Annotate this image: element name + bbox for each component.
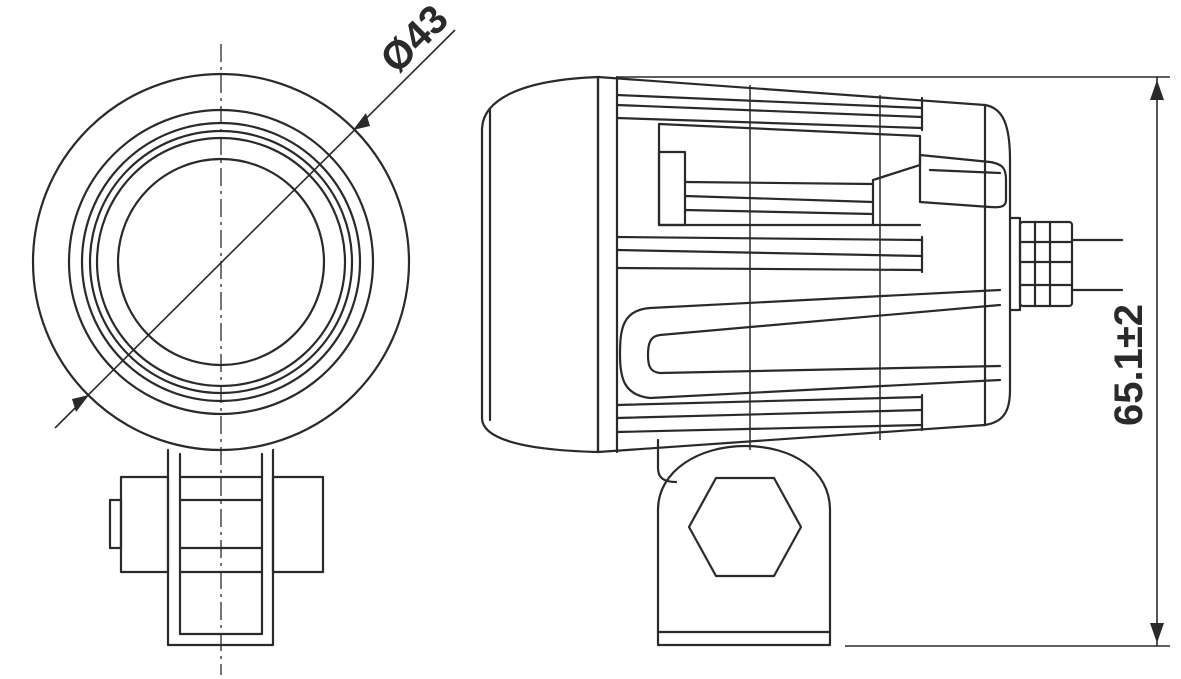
cable-gland-collar (1008, 216, 1022, 312)
mid-fin-3 (615, 266, 924, 272)
upper-slot-rib-1 (683, 180, 875, 186)
upper-slot-cross (871, 163, 922, 182)
upper-slot-rib-3 (683, 208, 875, 216)
mount-bracket (656, 444, 832, 647)
side-view: 65.1±2 (480, 75, 1170, 647)
mount-hex-nut (687, 476, 803, 578)
bottom-fin-1 (615, 395, 924, 407)
front-view: Ø43 (31, 0, 457, 675)
top-fin-1 (615, 93, 924, 110)
upper-slot-block (657, 150, 687, 227)
bottom-fin-3 (615, 423, 924, 434)
height-label: 65.1±2 (1107, 304, 1151, 426)
height-arrow-bottom (1150, 623, 1164, 643)
height-arrow-top (1150, 80, 1164, 100)
cable-gland (1018, 220, 1074, 308)
bracket-nut-right (271, 475, 325, 574)
bracket-nut-left (119, 475, 170, 574)
upper-slot-rib-2 (683, 194, 875, 204)
mount-neck (656, 438, 678, 484)
mid-fin-1 (615, 235, 924, 242)
diameter-arrow-top (353, 113, 370, 130)
top-fin-2 (615, 103, 924, 119)
top-fin-3 (615, 116, 924, 130)
lens-cap (480, 75, 600, 454)
body-bottom-edge (596, 423, 987, 454)
diameter-dimension-line (54, 29, 456, 429)
diameter-arrow-bottom (72, 395, 89, 412)
mid-fin-2 (615, 248, 924, 258)
lower-channel-inner (646, 303, 1002, 375)
bracket-bolt-head-left (108, 498, 123, 550)
rear-tab-line (928, 168, 1002, 175)
lower-channel-outer (618, 288, 1002, 400)
rear-tab (918, 153, 1008, 209)
bottom-fin-2 (615, 408, 924, 420)
body-top-edge (596, 75, 987, 107)
body-rear-cap (983, 103, 1012, 427)
